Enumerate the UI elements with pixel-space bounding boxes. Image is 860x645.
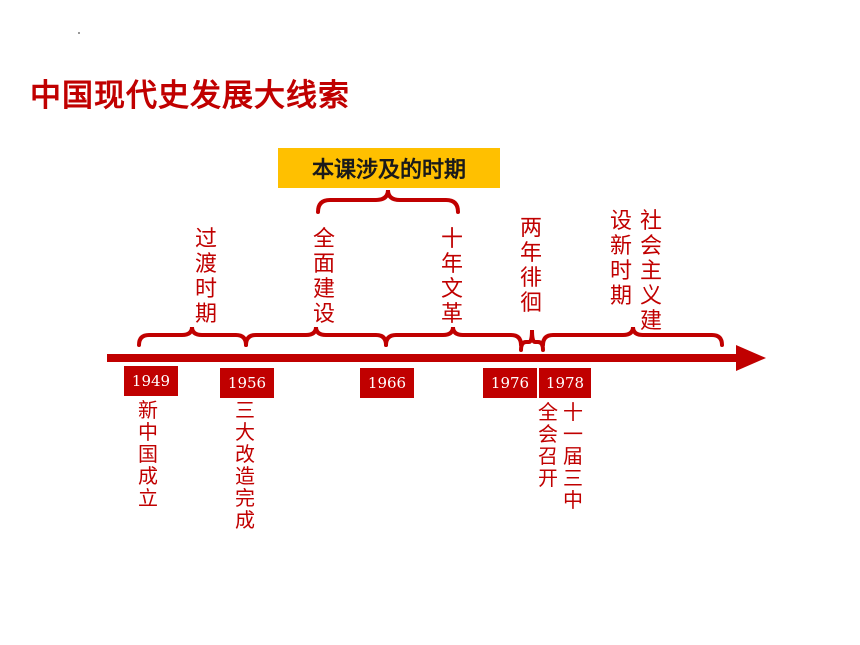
label-new-era-col1: 设新时期 <box>609 209 632 309</box>
year-1956: 1956 <box>220 368 274 398</box>
label-new-era-col2: 社会主义建 <box>639 209 662 334</box>
year-1949: 1949 <box>124 366 178 396</box>
year-1966: 1966 <box>360 368 414 398</box>
decorative-dot <box>78 32 80 34</box>
event-1956-three-transformations: 三大改造完成 <box>235 398 255 532</box>
label-full-construction: 全面建设 <box>312 227 335 327</box>
label-cultural-revolution: 十年文革 <box>440 227 463 327</box>
banner-brace <box>316 189 460 214</box>
brace-wandering <box>519 329 545 352</box>
label-transition-period: 过渡时期 <box>194 227 217 327</box>
year-1976: 1976 <box>483 368 537 398</box>
label-two-year-wandering: 两年徘徊 <box>519 216 542 316</box>
timeline-arrowhead <box>736 345 766 371</box>
course-period-banner: 本课涉及的时期 <box>278 148 500 188</box>
event-1978-plenum-col2: 十一届三中 <box>563 400 583 512</box>
brace-transition <box>137 326 248 347</box>
brace-new-era <box>541 326 724 347</box>
brace-construction <box>244 326 388 347</box>
page-title: 中国现代史发展大线索 <box>30 78 350 114</box>
event-1978-plenum-col1: 全会召开 <box>538 400 558 490</box>
year-1978: 1978 <box>539 368 591 398</box>
brace-cultural-revolution <box>384 326 523 347</box>
event-1949-founding: 新中国成立 <box>138 398 158 510</box>
